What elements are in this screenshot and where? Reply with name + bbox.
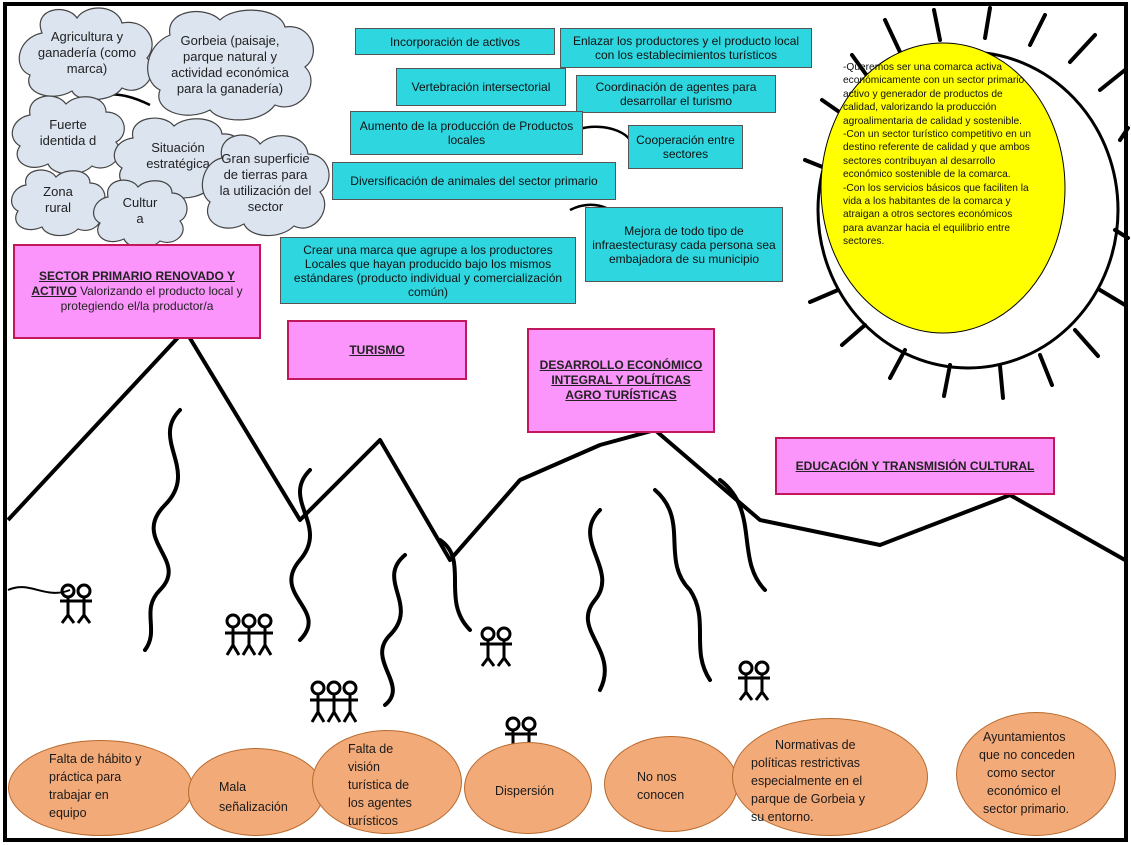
goal-title: SECTOR PRIMARIO RENOVADO Y ACTIVO (31, 269, 236, 298)
obstacle-line: Falta de hábito y (49, 752, 142, 766)
cloud-text: Situación estratégica (146, 140, 210, 171)
obstacle-line: visión (348, 760, 380, 774)
cloud-text: Gran superficie de tierras para la utili… (219, 151, 312, 214)
obstacle-line: sector primario. (983, 802, 1070, 816)
obstacle-line: práctica para (49, 770, 122, 784)
cloud-agricultura: Agricultura y ganadería (como marca) (12, 3, 162, 103)
action-marca: Crear una marca que agrupe a los product… (280, 237, 576, 304)
goal-educacion: EDUCACIÓN Y TRANSMISIÓN CULTURAL (775, 437, 1055, 495)
obstacle-line: trabajar en (49, 788, 109, 802)
cloud-cultura: Cultur a (90, 175, 190, 249)
mountain-range-drawing (6, 328, 1126, 562)
cloud-fuerte-identidad: Fuerte identida d (8, 90, 128, 175)
cloud-text: Fuerte identida d (39, 116, 97, 148)
obstacle-line: políticas restrictivas (751, 756, 861, 770)
obstacle-line: equipo (49, 806, 87, 820)
obstacle-line: Dispersión (495, 784, 555, 798)
goal-title: TURISMO (349, 342, 405, 357)
vision-paragraph: -Queremos ser una comarca activa económi… (843, 62, 1025, 127)
obstacle-vision-turistica: Falta de visión turística de los agentes… (312, 730, 462, 834)
goal-desarrollo: DESARROLLO ECONÓMICO INTEGRAL Y POLÍTICA… (527, 328, 715, 433)
vision-text: -Queremos ser una comarca activa económi… (843, 61, 1033, 249)
action-enlazar: Enlazar los productores y el producto lo… (560, 28, 812, 68)
cloud-gran-superficie: Gran superficie de tierras para la utili… (198, 128, 333, 238)
obstacle-line: No nos (637, 770, 677, 784)
stick-figure-group (60, 583, 770, 748)
obstacle-line: Mala (219, 780, 247, 794)
obstacle-line: parque de Gorbeia y (751, 792, 865, 806)
goal-turismo: TURISMO (287, 320, 467, 380)
obstacle-line: como sector (987, 766, 1056, 780)
cloud-shape-icon (147, 9, 314, 121)
cloud-text: Zona rural (43, 184, 73, 215)
obstacle-line: su entorno. (751, 810, 814, 824)
goal-sector-primario: SECTOR PRIMARIO RENOVADO Y ACTIVO Valori… (13, 244, 261, 339)
action-coordinacion: Coordinación de agentes para desarrollar… (576, 75, 776, 113)
action-vertebracion: Vertebración intersectorial (396, 68, 566, 106)
goal-title: DESARROLLO ECONÓMICO INTEGRAL Y POLÍTICA… (539, 358, 703, 402)
obstacle-line: turísticos (348, 814, 399, 828)
obstacle-line: señalización (219, 800, 288, 814)
cloud-zona-rural: Zona rural (8, 165, 108, 237)
obstacle-no-conocen: No nos conocen (604, 736, 738, 832)
cloud-text: Gorbeia (paisaje, parque natural y activ… (171, 33, 289, 96)
obstacle-falta-habito: Falta de hábito y práctica para trabajar… (8, 740, 193, 836)
obstacle-line: especialmente en el (751, 774, 863, 788)
cloud-text: Cultur a (122, 195, 158, 226)
obstacle-ayuntamientos: Ayuntamientos que no conceden como secto… (956, 712, 1116, 836)
vision-paragraph: -Con los servicios básicos que faciliten… (843, 182, 1029, 248)
obstacle-line: conocen (637, 788, 685, 802)
obstacle-line: Ayuntamientos (983, 730, 1066, 744)
obstacle-line: económico el (987, 784, 1061, 798)
goal-sector-primario-content: SECTOR PRIMARIO RENOVADO Y ACTIVO Valori… (21, 269, 253, 314)
obstacle-line: turística de (348, 778, 410, 792)
action-incorporacion: Incorporación de activos (355, 28, 555, 55)
obstacle-line: Falta de (348, 742, 394, 756)
action-cooperacion: Cooperación entre sectores (628, 125, 743, 169)
cloud-shape-icon (10, 169, 106, 237)
action-aumento: Aumento de la producción de Productos lo… (350, 111, 583, 155)
obstacle-line: los agentes (348, 796, 412, 810)
frame-border (3, 2, 1128, 842)
cloud-shape-icon (18, 7, 153, 101)
cloud-text: Agricultura y ganadería (como marca) (37, 29, 137, 76)
winding-path (143, 408, 767, 707)
cloud-shape-icon (201, 134, 330, 237)
obstacle-senalizacion: Mala señalización (188, 748, 324, 836)
obstacle-line: Normativas de (775, 738, 856, 752)
obstacle-normativas: Normativas de políticas restrictivas esp… (732, 718, 928, 836)
action-mejora: Mejora de todo tipo de infraestecturasy … (585, 207, 783, 282)
cloud-shape-icon (92, 179, 188, 249)
obstacle-dispersion: Dispersión (464, 742, 592, 834)
cloud-gorbeia: Gorbeia (paisaje, parque natural y activ… (140, 5, 320, 125)
goal-title: EDUCACIÓN Y TRANSMISIÓN CULTURAL (795, 458, 1035, 473)
goal-description: Valorizando el producto local y protegie… (60, 284, 243, 313)
obstacle-line: que no conceden (979, 748, 1075, 762)
action-diversificacion: Diversificación de animales del sector p… (332, 162, 616, 200)
vision-paragraph: -Con un sector turístico competitivo en … (843, 129, 1031, 181)
